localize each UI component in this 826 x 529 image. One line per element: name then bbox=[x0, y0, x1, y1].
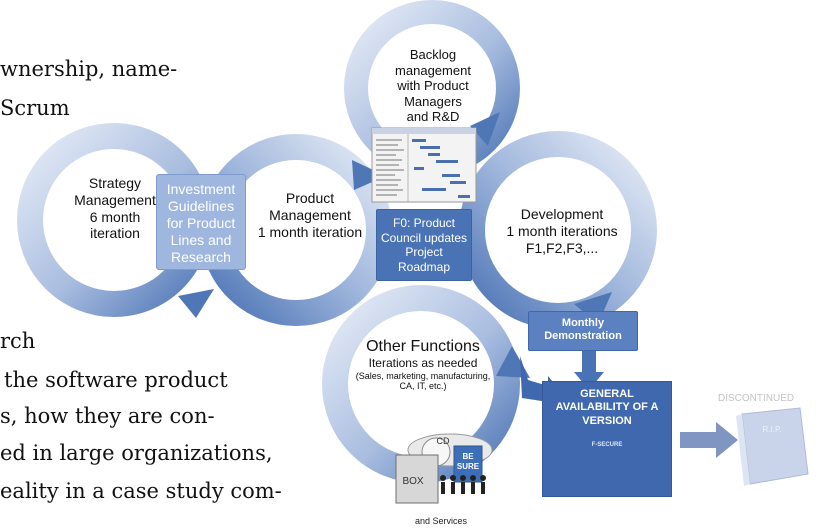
box-label: BOX bbox=[402, 476, 424, 487]
product-box-illustration bbox=[395, 433, 493, 504]
be-sure-label: BE SURE bbox=[456, 452, 480, 471]
development-arrowhead bbox=[574, 292, 612, 324]
and-services-label: and Services bbox=[414, 516, 468, 526]
body-text-line: rch bbox=[0, 329, 36, 353]
rip-box-shape bbox=[736, 407, 809, 486]
discontinue-arrow bbox=[680, 422, 738, 458]
other-functions-label: Other Functions Iterations as needed (Sa… bbox=[355, 338, 491, 392]
people-icon bbox=[440, 475, 486, 494]
body-text-line: the software product bbox=[4, 368, 228, 392]
gantt-screenshot bbox=[371, 127, 477, 203]
f-secure-logo-label: F-SECURE bbox=[591, 442, 623, 449]
body-text-line: s, how they are con- bbox=[0, 404, 215, 428]
cd-label: CD bbox=[436, 436, 450, 446]
body-text-line: Scrum bbox=[0, 96, 70, 120]
rip-label: R.I.P. bbox=[762, 425, 782, 434]
body-text-line: ed in large organizations, bbox=[0, 441, 273, 465]
backlog-arrowhead bbox=[470, 112, 500, 146]
body-text-line: eality in a case study com- bbox=[0, 479, 282, 503]
strategy-arrowhead bbox=[178, 289, 214, 318]
discontinued-label: DISCONTINUED bbox=[718, 393, 795, 404]
body-text-line: wnership, name- bbox=[0, 57, 178, 81]
product-arrowhead bbox=[352, 160, 386, 190]
